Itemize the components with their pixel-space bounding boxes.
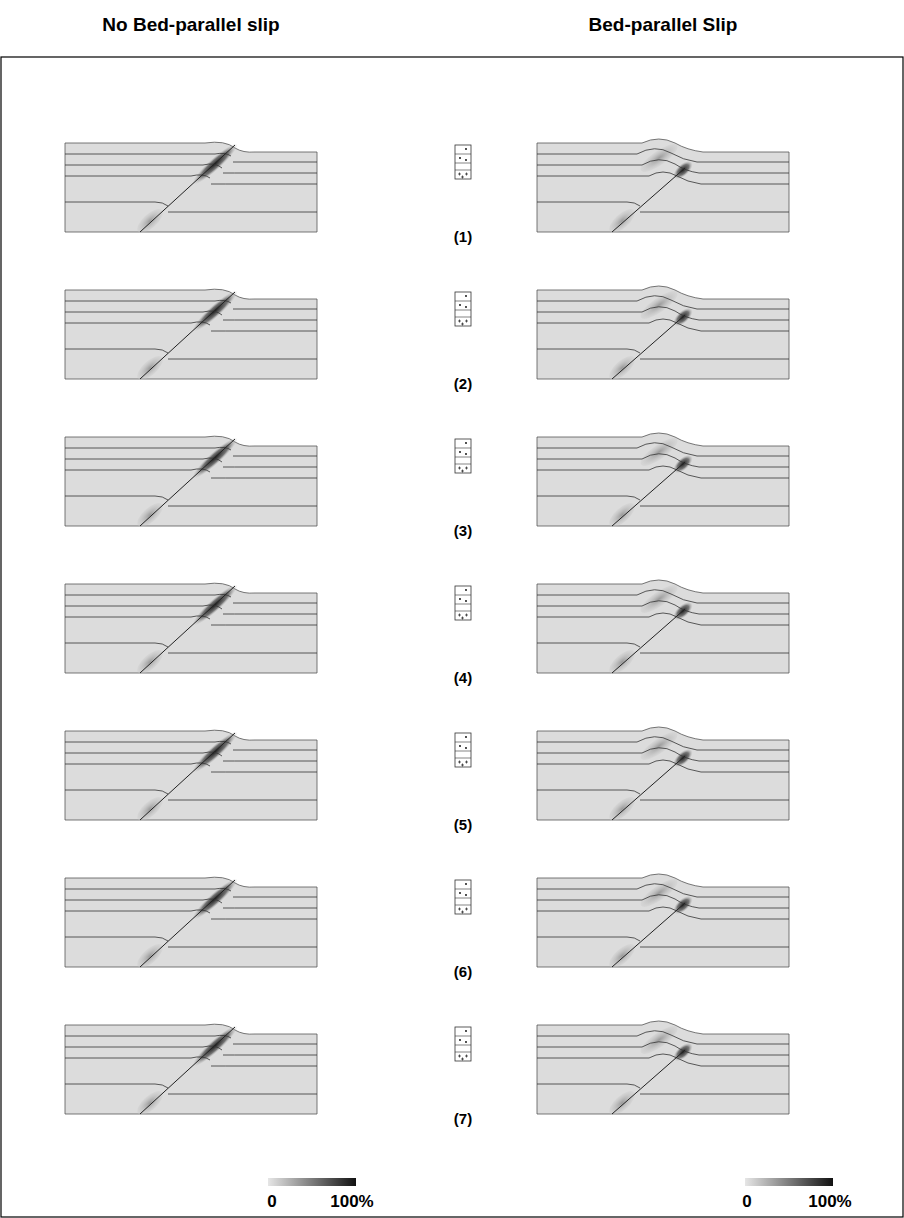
callout-number: (6): [454, 963, 472, 980]
callout-number: (1): [454, 228, 472, 245]
callout-number: (2): [454, 375, 472, 392]
scale-value: 0: [742, 1192, 751, 1212]
column-header: No Bed-parallel slip: [102, 14, 279, 36]
callout-number: (4): [454, 669, 472, 686]
callout-number: (7): [454, 1110, 472, 1127]
callout-number: (3): [454, 522, 472, 539]
column-header: Bed-parallel Slip: [589, 14, 738, 36]
scale-value: 100%: [808, 1192, 851, 1212]
callout-number: (5): [454, 816, 472, 833]
scale-value: 0: [267, 1192, 276, 1212]
scale-value: 100%: [330, 1192, 373, 1212]
